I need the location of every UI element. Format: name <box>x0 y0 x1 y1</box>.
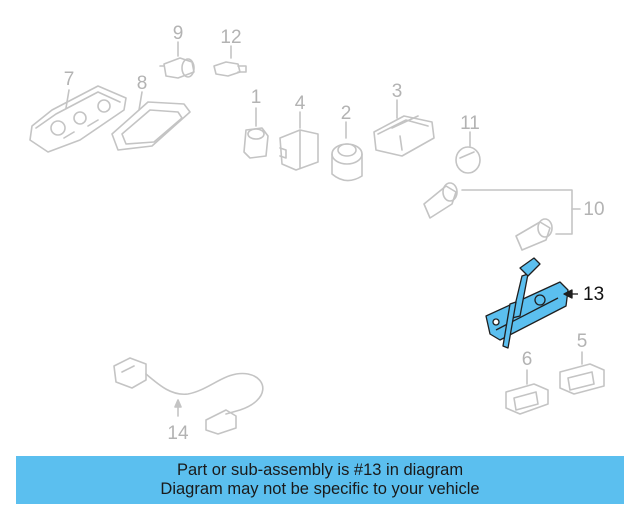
callout-4: 4 <box>294 93 306 114</box>
part-13-highlighted-bracket <box>485 257 578 349</box>
part-10-bulbs <box>423 182 581 251</box>
banner-line-part-number: Part or sub-assembly is #13 in diagram <box>176 461 464 479</box>
callout-6: 6 <box>521 349 533 370</box>
part-9-bulb-socket <box>159 41 195 79</box>
callout-12: 12 <box>220 27 242 48</box>
callout-8: 8 <box>136 73 148 94</box>
part-3-rocker-switch <box>373 99 435 157</box>
callout-13: 13 <box>583 284 605 305</box>
part-5-switch <box>559 351 605 395</box>
callout-14: 14 <box>167 423 189 444</box>
exploded-parts-diagram <box>29 41 605 435</box>
part-8-courtesy-lamp <box>111 91 191 151</box>
callout-10: 10 <box>583 199 605 220</box>
callout-2: 2 <box>340 103 352 124</box>
info-banner: Part or sub-assembly is #13 in diagram D… <box>16 456 624 504</box>
banner-line-disclaimer: Diagram may not be specific to your vehi… <box>160 480 480 498</box>
part-4-connector <box>279 111 319 171</box>
callout-5: 5 <box>576 331 588 352</box>
part-1-push-switch <box>243 107 269 159</box>
part-14-wiring-harness <box>113 357 264 435</box>
callout-7: 7 <box>63 69 75 90</box>
part-12-bulb <box>213 45 247 77</box>
callout-9: 9 <box>172 23 184 44</box>
part-7-climate-control-panel <box>29 85 127 153</box>
callout-1: 1 <box>250 87 262 108</box>
part-2-round-knob <box>331 121 363 182</box>
part-6-switch <box>505 369 549 415</box>
part-11-small-knob <box>455 131 481 174</box>
callout-11: 11 <box>460 113 480 134</box>
callout-3: 3 <box>391 81 403 102</box>
